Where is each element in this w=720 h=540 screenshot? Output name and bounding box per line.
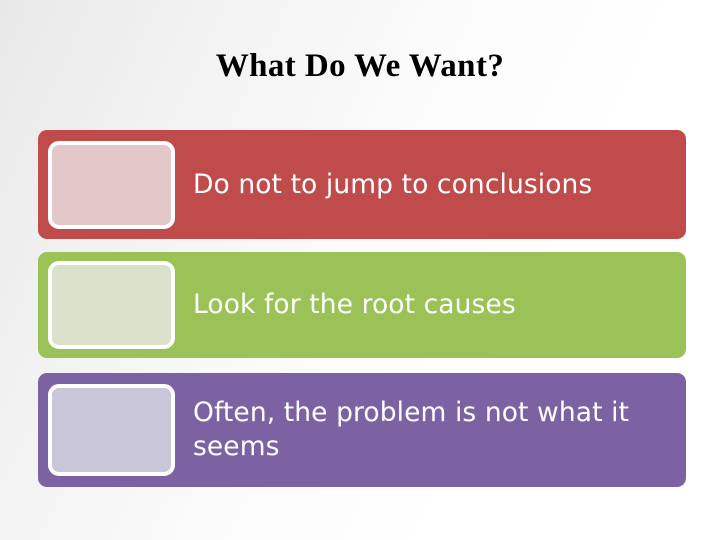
list-item[interactable]: Often, the problem is not what it seems [38,373,686,487]
list-item-label: Do not to jump to conclusions [193,168,593,200]
placeholder-square-icon [48,261,175,349]
bar-list: Do not to jump to conclusions Look for t… [38,130,686,487]
list-item-label: Often, the problem is not what it seems [193,397,630,462]
page-title: What Do We Want? [215,48,505,84]
list-item[interactable]: Look for the root causes [38,252,686,358]
placeholder-square-icon [48,384,175,476]
placeholder-square-icon [48,140,175,229]
list-item[interactable]: Do not to jump to conclusions [38,130,686,239]
list-item-label: Look for the root causes [193,289,516,320]
